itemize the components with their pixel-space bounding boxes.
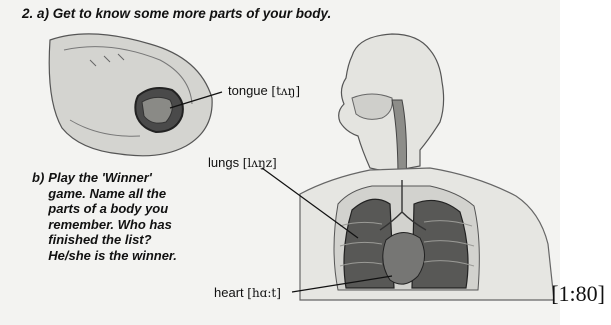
label-tongue-word: tongue <box>228 83 268 98</box>
label-lungs: lungs [lʌŋz] <box>208 155 277 170</box>
label-tongue-ipa: [tʌŋ] <box>271 84 300 98</box>
label-lungs-ipa: [lʌŋz] <box>243 156 277 170</box>
label-tongue: tongue [tʌŋ] <box>228 83 300 98</box>
exercise-heading: 2. a) Get to know some more parts of you… <box>22 6 331 21</box>
label-lungs-word: lungs <box>208 155 239 170</box>
label-heart-word: heart <box>214 285 244 300</box>
part-b-marker: b) <box>32 170 44 263</box>
part-b-instructions: Play the 'Winner' game. Name all the par… <box>48 170 182 263</box>
label-heart: heart [hɑ:t] <box>214 285 281 300</box>
mouth-illustration <box>49 34 212 156</box>
exercise-part-b: b) Play the 'Winner' game. Name all the … <box>32 170 182 263</box>
label-heart-ipa: [hɑ:t] <box>247 286 281 300</box>
page-reference: [1:80] <box>551 281 605 307</box>
torso-illustration <box>300 34 554 300</box>
